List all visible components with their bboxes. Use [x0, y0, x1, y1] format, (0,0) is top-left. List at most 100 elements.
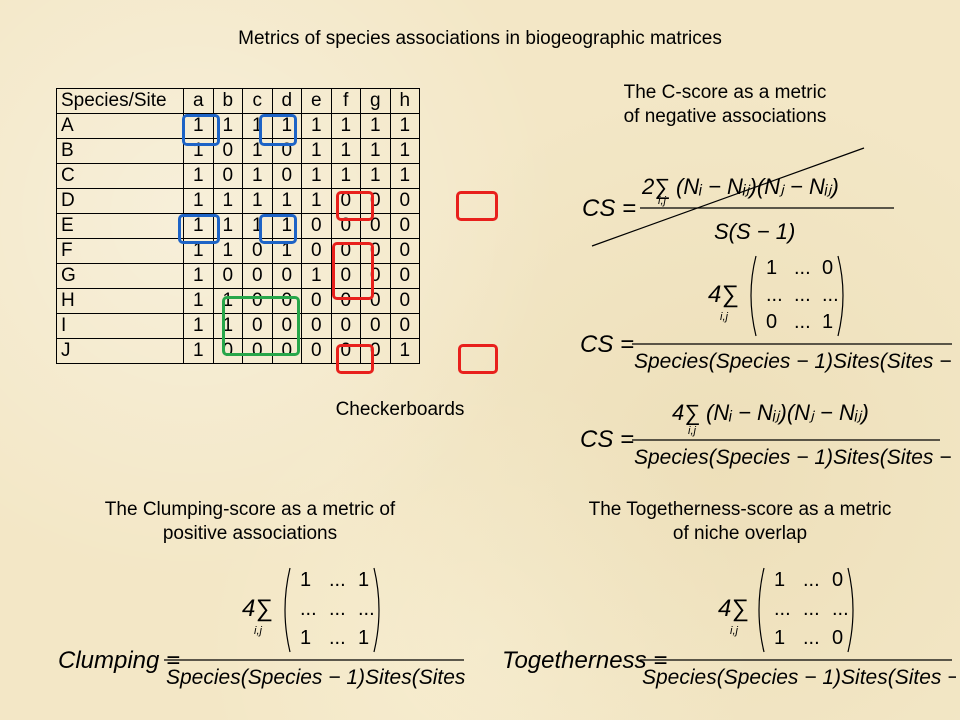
formula-matrix-entry: ...	[803, 598, 820, 620]
matrix-left-paren	[758, 567, 765, 653]
formula-sum-index: i,j	[658, 195, 667, 207]
formula-matrix-entry: ...	[803, 627, 820, 649]
site-header: f	[330, 88, 361, 114]
cscore-formula-3: CS = 4∑ (Nᵢ − Nᵢⱼ)(Nⱼ − Nᵢⱼ) i,j Species…	[580, 400, 956, 469]
matrix-cell: 1	[330, 138, 361, 164]
matrix-cell: 0	[301, 288, 332, 314]
formula-denominator: Species(Species − 1)Sites(Sites − 1)	[634, 446, 956, 469]
matrix-cell: 0	[271, 163, 302, 189]
formula-matrix-entry: 0	[766, 311, 777, 333]
formula-matrix-entry: 0	[822, 257, 833, 279]
species-label: H	[56, 288, 184, 314]
matrix-left-paren	[750, 255, 757, 337]
formula-lhs: CS =	[580, 426, 634, 453]
matrix-cell: 0	[389, 263, 420, 289]
formula-matrix-entry: ...	[822, 284, 839, 306]
species-label: C	[56, 163, 184, 189]
formula-lhs: CS =	[580, 331, 634, 358]
matrix-cell: 0	[360, 338, 391, 364]
formula-matrix-entry: 1	[358, 569, 369, 591]
matrix-cell: 1	[389, 338, 420, 364]
formula-denominator: Species(Species − 1)Sites(Sites − 1)	[642, 666, 956, 689]
matrix-cell: 1	[360, 138, 391, 164]
formula-matrix-entry: ...	[832, 598, 849, 620]
cscore-formula-1: CS = 2∑ (Nᵢ − Nᵢⱼ)(Nⱼ − Nᵢⱼ) i,j S(S − 1…	[582, 147, 894, 247]
matrix-cell: 1	[360, 163, 391, 189]
matrix-cell: 0	[301, 338, 332, 364]
formula-sum-index: i,j	[254, 625, 263, 637]
site-header: c	[242, 88, 273, 114]
formula-sum: 4∑	[242, 595, 272, 622]
formula-matrix-entry: ...	[774, 598, 791, 620]
matrix-cell: 1	[301, 138, 332, 164]
site-header: b	[212, 88, 243, 114]
species-label: B	[56, 138, 184, 164]
species-label: I	[56, 313, 184, 339]
matrix-cell: 1	[301, 188, 332, 214]
matrix-cell: 1	[389, 163, 420, 189]
togetherness-heading: The Togetherness-score as a metric of ni…	[540, 498, 940, 546]
matrix-cell: 1	[330, 113, 361, 139]
matrix-corner-label: Species/Site	[56, 88, 184, 114]
matrix-right-paren	[373, 567, 380, 653]
matrix-cell: 0	[389, 213, 420, 239]
matrix-cell: 0	[301, 313, 332, 339]
checkerboard-highlight-blue	[182, 114, 220, 146]
matrix-cell: 1	[183, 313, 214, 339]
matrix-cell: 0	[389, 313, 420, 339]
site-header: e	[301, 88, 332, 114]
matrix-cell: 1	[301, 263, 332, 289]
matrix-cell: 0	[301, 238, 332, 264]
togetherness-heading-line2: of niche overlap	[672, 523, 808, 544]
matrix-cell: 0	[271, 288, 302, 314]
matrix-cell: 1	[183, 263, 214, 289]
matrix-cell: 1	[212, 188, 243, 214]
matrix-cell: 0	[330, 338, 361, 364]
matrix-cell: 1	[389, 138, 420, 164]
formula-matrix-entry: ...	[794, 257, 811, 279]
formula-sum-index: i,j	[720, 311, 729, 323]
matrix-cell: 1	[242, 188, 273, 214]
site-header: d	[271, 88, 302, 114]
matrix-cell: 1	[271, 188, 302, 214]
formula-matrix-entry: 1	[300, 569, 311, 591]
formula-matrix-entry: ...	[329, 569, 346, 591]
formula-sum-index: i,j	[730, 625, 739, 637]
matrix-cell: 1	[301, 163, 332, 189]
matrix-cell: 1	[183, 288, 214, 314]
formula-lhs: CS =	[582, 195, 636, 222]
matrix-cell: 0	[330, 288, 361, 314]
matrix-cell: 0	[360, 313, 391, 339]
formula-matrix-entry: ...	[794, 311, 811, 333]
formula-matrix-entry: 1	[774, 569, 785, 591]
matrix-right-paren	[847, 567, 854, 653]
species-label: G	[56, 263, 184, 289]
matrix-cell: 1	[330, 163, 361, 189]
cscore-heading-line2: of negative associations	[623, 106, 827, 127]
species-label: A	[56, 113, 184, 139]
clumping-heading-line1: The Clumping-score as a metric of	[104, 499, 396, 520]
matrix-cell: 1	[183, 163, 214, 189]
site-header: g	[360, 88, 391, 114]
checkerboard-highlight-blue	[259, 114, 297, 146]
matrix-cell: 0	[360, 288, 391, 314]
matrix-cell: 0	[212, 263, 243, 289]
formula-denominator: Species(Species − 1)Sites(Sites − 1)	[634, 350, 956, 373]
matrix-cell: 0	[389, 188, 420, 214]
checkerboard-highlight-red	[332, 242, 374, 300]
formula-lhs: Clumping =	[58, 647, 180, 674]
matrix-cell: 0	[212, 163, 243, 189]
page-title: Metrics of species associations in bioge…	[238, 28, 722, 49]
matrix-cell: 0	[301, 213, 332, 239]
checkerboards-label: Checkerboards	[335, 399, 465, 420]
matrix-cell: 1	[389, 113, 420, 139]
matrix-cell: 1	[271, 238, 302, 264]
formula-sum: 4∑	[708, 281, 738, 308]
matrix-cell: 0	[212, 338, 243, 364]
formula-numerator: 4∑ (Nᵢ − Nᵢⱼ)(Nⱼ − Nᵢⱼ)	[672, 400, 869, 425]
